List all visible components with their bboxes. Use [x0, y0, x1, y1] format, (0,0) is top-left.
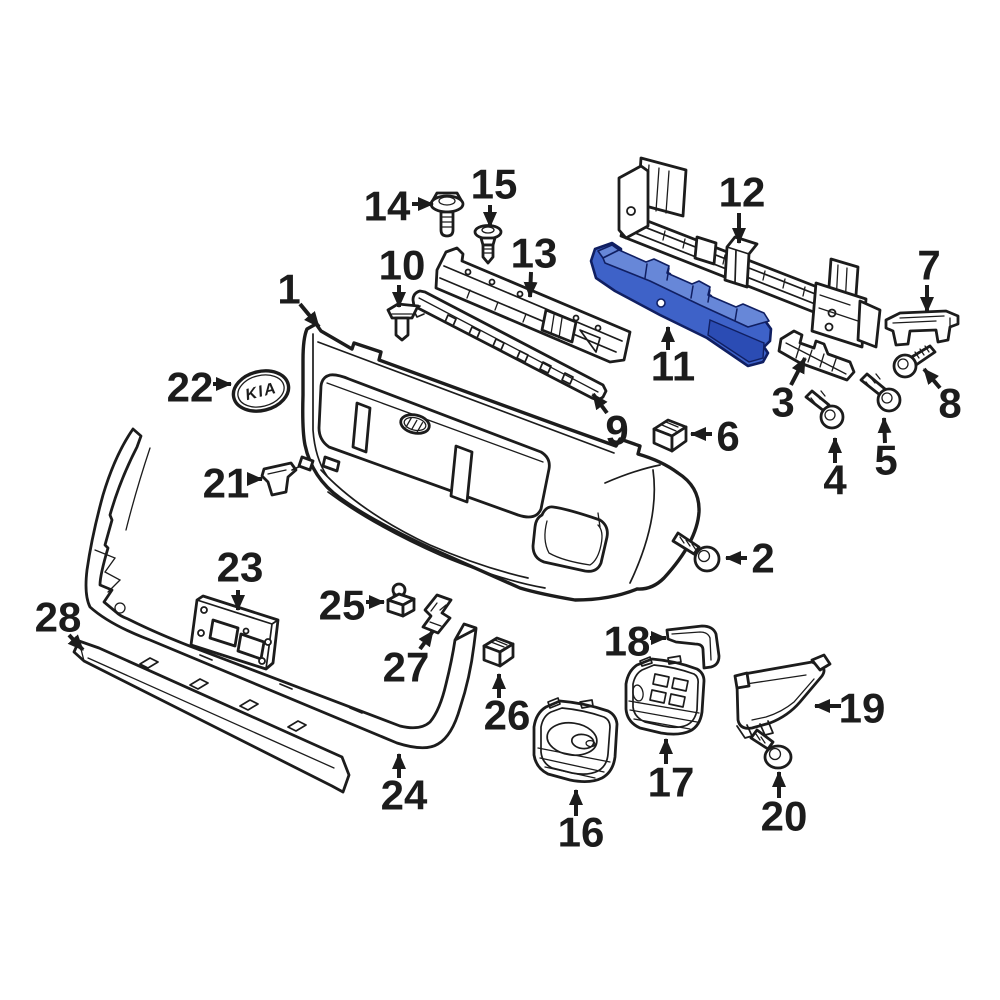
callout-number: 12 — [719, 169, 766, 216]
part-bumper-cover — [301, 322, 701, 602]
callout-19: 19 — [814, 685, 886, 732]
callout-7: 7 — [917, 242, 941, 313]
callout-number: 8 — [938, 380, 961, 427]
callout-arrow — [877, 417, 892, 444]
callout-arrow — [298, 302, 321, 329]
callout-number: 28 — [35, 594, 82, 641]
callout-17: 17 — [648, 738, 695, 806]
part-screw-2 — [671, 531, 721, 573]
callout-number: 20 — [761, 793, 808, 840]
callout-number: 27 — [383, 644, 430, 691]
callout-27: 27 — [383, 629, 435, 691]
part-bolt-14 — [429, 191, 465, 238]
part-lower-strip — [72, 639, 351, 794]
part-screw-20 — [749, 728, 793, 770]
callout-number: 4 — [823, 457, 847, 504]
callout-13: 13 — [511, 230, 558, 298]
part-license-bracket — [189, 594, 280, 671]
part-clip-25 — [386, 582, 416, 618]
callout-9: 9 — [591, 392, 629, 454]
callout-number: 22 — [167, 364, 214, 411]
part-fastener-15 — [473, 224, 503, 265]
callout-16: 16 — [558, 789, 605, 856]
callout-number: 9 — [605, 407, 628, 454]
callout-21: 21 — [203, 460, 263, 507]
callout-20: 20 — [761, 771, 808, 840]
fog-lamp-opening — [531, 505, 609, 573]
callout-number: 15 — [471, 161, 518, 208]
callout-number: 5 — [874, 437, 897, 484]
callout-25: 25 — [319, 582, 385, 629]
part-fog-bezel-17 — [624, 655, 706, 736]
callout-arrow — [418, 629, 435, 651]
part-kia-emblem: KIA — [231, 369, 291, 413]
grille-emblem-mini — [399, 413, 431, 435]
callout-number: 18 — [604, 618, 651, 665]
callout-28: 28 — [35, 594, 85, 652]
callout-1: 1 — [277, 266, 321, 329]
callout-14: 14 — [364, 183, 434, 230]
part-fog-bezel-16 — [532, 697, 619, 783]
callout-11: 11 — [651, 326, 695, 390]
part-energy-absorber-highlighted — [589, 241, 773, 368]
callout-number: 19 — [839, 685, 886, 732]
callout-number: 1 — [277, 266, 300, 313]
callout-number: 21 — [203, 460, 250, 507]
part-clip-27 — [421, 593, 453, 635]
callout-number: 14 — [364, 183, 411, 230]
part-clip-6 — [652, 418, 688, 453]
callout-6: 6 — [690, 413, 740, 460]
callout-8: 8 — [922, 367, 962, 427]
part-lower-molding — [84, 427, 478, 750]
callout-number: 16 — [558, 809, 605, 856]
grille-opening — [317, 373, 551, 519]
callout-number: 26 — [484, 692, 531, 739]
bumper-surface-details — [312, 333, 661, 589]
callout-15: 15 — [471, 161, 518, 228]
callout-2: 2 — [725, 535, 775, 582]
part-screw-5 — [859, 372, 902, 413]
part-clip-10 — [386, 302, 420, 342]
callout-number: 17 — [648, 759, 695, 806]
callout-24: 24 — [381, 753, 428, 819]
part-clip-21 — [260, 455, 315, 497]
part-screw-4 — [804, 389, 845, 430]
callout-22: 22 — [167, 364, 232, 411]
callout-number: 25 — [319, 582, 366, 629]
callout-arrow — [789, 357, 807, 386]
part-screw-8 — [892, 344, 937, 379]
callout-number: 3 — [771, 379, 794, 426]
part-bracket-7 — [884, 309, 960, 347]
callout-number: 6 — [716, 413, 739, 460]
callout-number: 7 — [917, 242, 940, 289]
callout-number: 11 — [651, 343, 695, 390]
callout-number: 13 — [511, 230, 558, 277]
part-impact-bar — [617, 156, 882, 349]
part-grille-reinforcement — [434, 246, 632, 364]
callout-number: 10 — [379, 242, 426, 289]
part-bracket-18 — [665, 624, 721, 670]
callout-arrow — [922, 367, 942, 390]
part-clip-26 — [482, 636, 515, 668]
callout-12: 12 — [719, 169, 766, 244]
callout-26: 26 — [484, 673, 531, 739]
callout-number: 2 — [751, 535, 774, 582]
part-bracket-3 — [777, 329, 856, 382]
callout-number: 24 — [381, 772, 428, 819]
part-bracket-19 — [733, 653, 832, 739]
callout-number: 23 — [217, 544, 264, 591]
callout-3: 3 — [771, 357, 807, 426]
callout-arrow — [67, 633, 85, 652]
callout-23: 23 — [217, 544, 264, 611]
callout-arrow — [523, 271, 538, 298]
callout-10: 10 — [379, 242, 426, 308]
callout-18: 18 — [604, 618, 667, 665]
callout-4: 4 — [823, 437, 847, 504]
callout-arrow — [591, 392, 609, 415]
callout-5: 5 — [874, 417, 898, 484]
